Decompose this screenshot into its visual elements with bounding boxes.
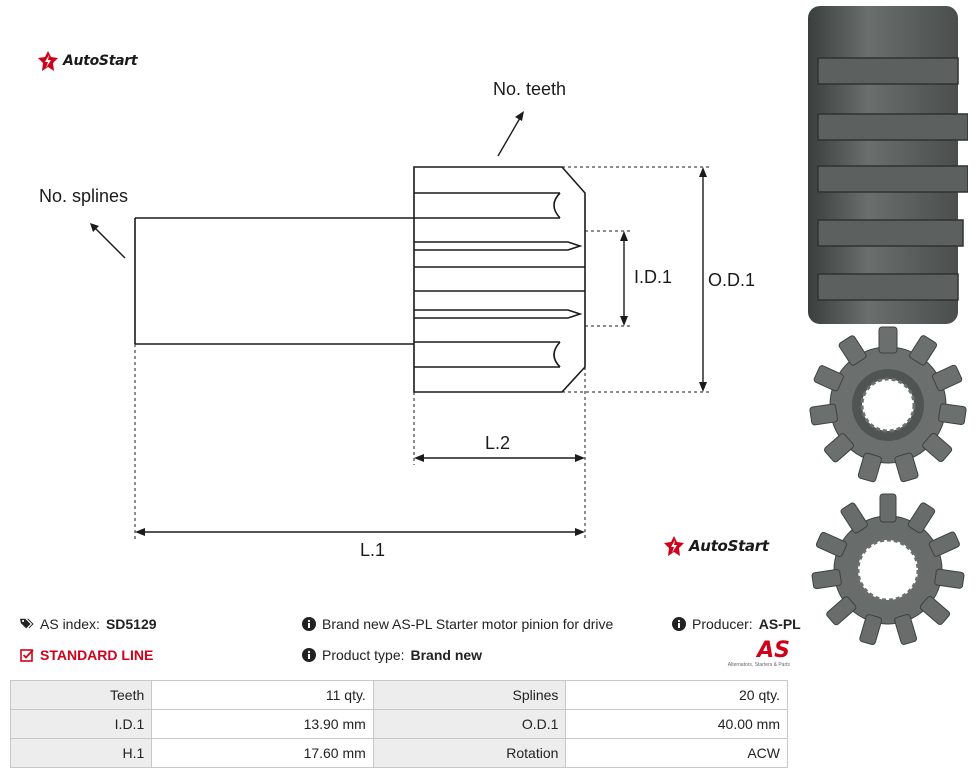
pinion-technical-drawing (90, 111, 710, 540)
as-pl-logo: AS Alternators, Starters & Parts (728, 640, 790, 670)
spec-value: 40.00 mm (565, 709, 788, 739)
pinion-front-photo (809, 326, 967, 483)
spec-value: 11 qty. (151, 680, 374, 710)
autostart-star-icon (664, 536, 684, 556)
product-description: Brand new AS-PL Starter motor pinion for… (302, 616, 613, 632)
spec-value: 13.90 mm (151, 709, 374, 739)
specs-table: Teeth 11 qty. Splines 20 qty. I.D.1 13.9… (9, 680, 788, 768)
spec-value: 20 qty. (565, 680, 788, 710)
description-text: Brand new AS-PL Starter motor pinion for… (322, 616, 614, 632)
spec-key: O.D.1 (372, 709, 567, 739)
spec-key: Splines (372, 680, 567, 710)
pinion-back-photo (811, 493, 965, 645)
autostart-logo-text: AutoStart (689, 537, 769, 555)
info-icon (302, 648, 316, 662)
label-no-splines: No. splines (39, 186, 129, 206)
label-id1: I.D.1 (634, 267, 673, 287)
as-pl-logo-mark: AS (757, 638, 790, 663)
check-square-icon (20, 648, 34, 662)
spec-value: 17.60 mm (151, 738, 374, 768)
table-row: I.D.1 13.90 mm O.D.1 40.00 mm (9, 709, 788, 739)
pinion-side-photo (808, 6, 968, 324)
label-l2: L.2 (485, 433, 511, 453)
info-icon (302, 617, 316, 631)
product-type: Product type: Brand new (302, 647, 482, 663)
as-index-value: SD5129 (105, 616, 157, 632)
standard-line-label: STANDARD LINE (40, 647, 154, 663)
product-type-value: Brand new (410, 647, 483, 663)
as-pl-logo-tagline: Alternators, Starters & Parts (727, 662, 790, 668)
spec-value: ACW (565, 738, 788, 768)
spec-key: I.D.1 (9, 709, 153, 739)
as-index-label: AS index: (40, 616, 100, 632)
spec-key: H.1 (9, 738, 153, 768)
label-od1: O.D.1 (708, 270, 756, 290)
label-l1: L.1 (360, 540, 386, 560)
producer: Producer: AS-PL (672, 616, 801, 632)
product-type-label: Product type: (322, 647, 405, 663)
autostart-star-icon (38, 51, 58, 71)
table-row: H.1 17.60 mm Rotation ACW (9, 738, 788, 768)
tags-icon (20, 617, 34, 631)
autostart-logo-top: AutoStart (38, 51, 138, 71)
info-icon (672, 617, 686, 631)
producer-value: AS-PL (758, 616, 801, 632)
producer-label: Producer: (692, 616, 753, 632)
label-no-teeth: No. teeth (493, 79, 567, 99)
as-index: AS index: SD5129 (20, 616, 157, 632)
table-row: Teeth 11 qty. Splines 20 qty. (9, 680, 788, 710)
autostart-logo-bottom: AutoStart (664, 536, 769, 556)
spec-key: Teeth (9, 680, 153, 710)
spec-key: Rotation (372, 738, 567, 768)
autostart-logo-text: AutoStart (63, 53, 138, 69)
standard-line: STANDARD LINE (20, 647, 153, 663)
